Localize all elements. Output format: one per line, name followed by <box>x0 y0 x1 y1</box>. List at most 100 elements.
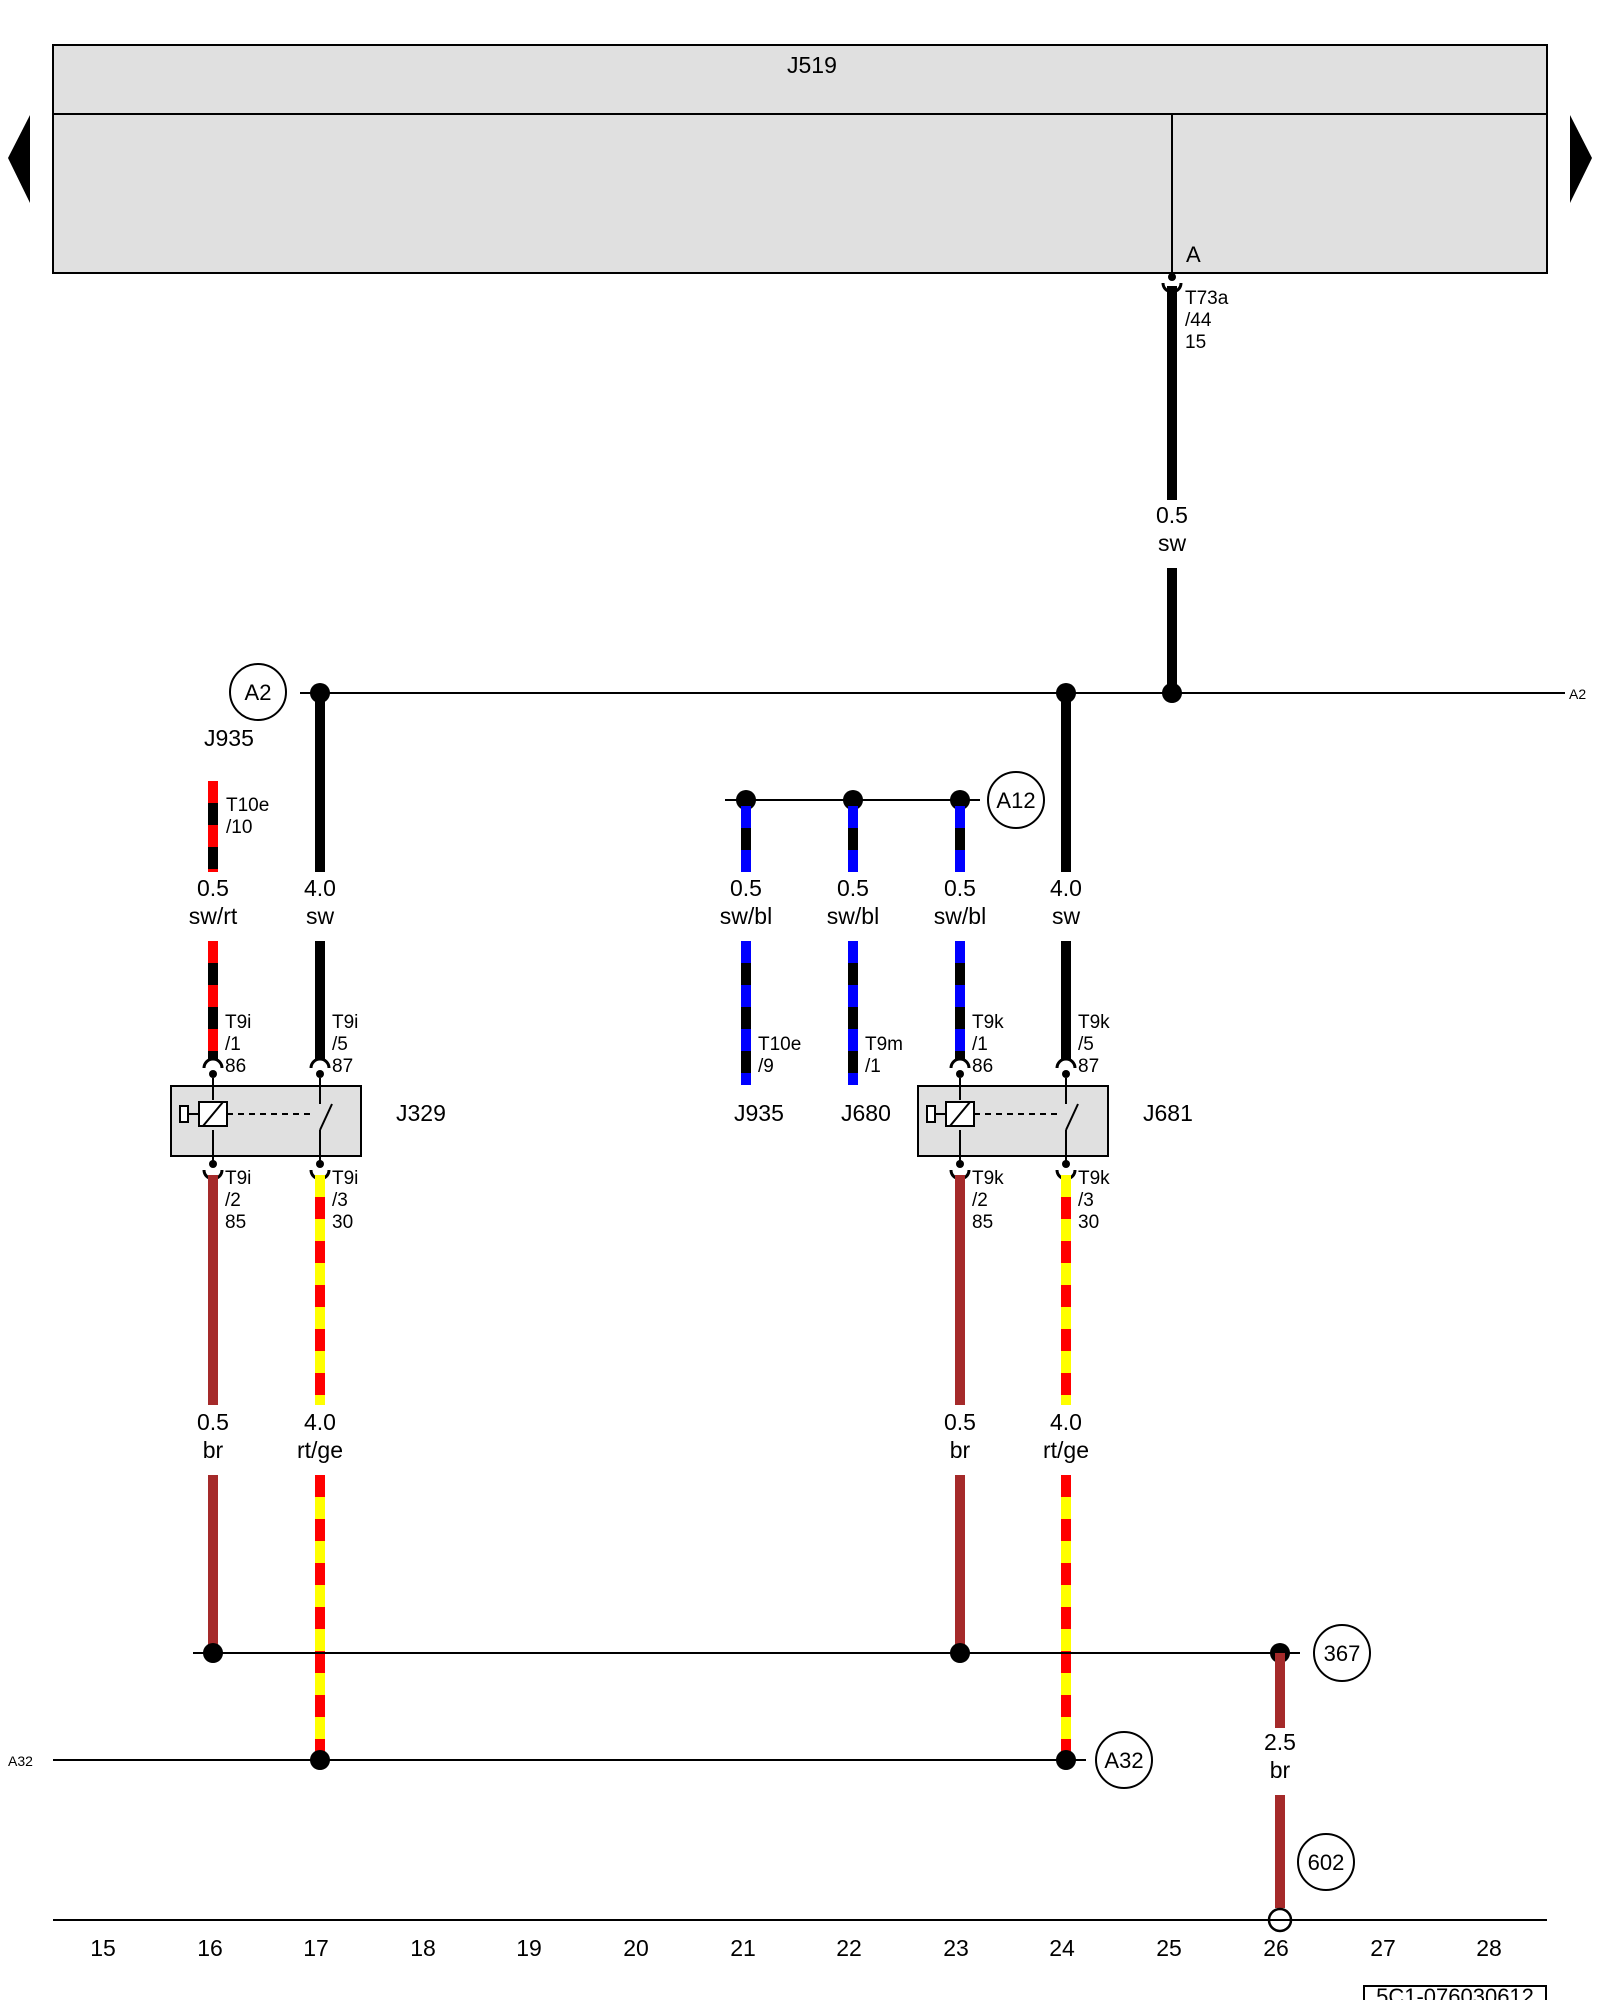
control-unit-label: J519 <box>787 52 837 78</box>
pin-conn: T9m <box>865 1034 903 1055</box>
column-number: 24 <box>1049 1935 1075 1961</box>
column-number: 19 <box>516 1935 542 1961</box>
component-j935-top: J935 <box>204 725 254 751</box>
doc-id: 5C1-076030612 <box>1376 1984 1534 2000</box>
wire-gauge: 0.5 <box>1156 502 1188 528</box>
wire-gauge: 0.5 <box>197 875 229 901</box>
control-unit-j519: J519 A <box>52 44 1548 274</box>
prev-page-arrow-icon[interactable] <box>8 115 30 203</box>
pin-conn: T9i <box>332 1168 358 1189</box>
pin-conn: T9k <box>972 1012 1004 1033</box>
pin-conn: T9k <box>1078 1168 1110 1189</box>
wire-gauge: 0.5 <box>837 875 869 901</box>
wire-j681-sw: 4.0 sw <box>1050 693 1082 1060</box>
wire-j329-sw: 4.0 sw <box>304 693 336 1060</box>
wire-gauge: 0.5 <box>944 1409 976 1435</box>
pin-num: /3 <box>332 1190 348 1211</box>
column-number: 18 <box>410 1935 436 1961</box>
pin-conn: T9i <box>332 1012 358 1033</box>
wire-gauge: 0.5 <box>730 875 762 901</box>
pin-term: 86 <box>972 1056 993 1077</box>
wire-color: br <box>950 1437 971 1463</box>
column-number: 28 <box>1476 1935 1502 1961</box>
wire-gauge: 4.0 <box>304 1409 336 1435</box>
pin-term: 30 <box>1078 1212 1099 1233</box>
wire-color: br <box>203 1437 224 1463</box>
wire-color: rt/ge <box>297 1437 343 1463</box>
connector-t73a-terminal: 15 <box>1185 332 1206 353</box>
column-number: 22 <box>836 1935 862 1961</box>
component-j935-bottom: J935 <box>734 1100 784 1126</box>
column-number: 20 <box>623 1935 649 1961</box>
pin-term: 87 <box>1078 1056 1099 1077</box>
pin-conn: T9i <box>225 1168 251 1189</box>
wire-gauge: 4.0 <box>1050 875 1082 901</box>
wire-j935-sw-rt: J935 T10e /10 0.5 sw/rt <box>189 725 269 1060</box>
wire-color: sw <box>1158 530 1187 556</box>
connector-t73a: T73a <box>1185 288 1229 309</box>
wire-a12-j681: 0.5 sw/bl <box>934 800 986 1060</box>
pin-term: 86 <box>225 1056 246 1077</box>
column-number: 15 <box>90 1935 116 1961</box>
pin-term: 85 <box>972 1212 993 1233</box>
wire-j519-feed: T73a /44 15 0.5 sw <box>1156 273 1229 693</box>
relay-j681: J681 T9k /1 86 T9k /5 87 T9k /2 85 T9k /… <box>917 1012 1193 1233</box>
connector-t73a-pin: /44 <box>1185 310 1212 331</box>
ref-a2-left: A2 <box>245 680 272 705</box>
pin-num: /3 <box>1078 1190 1094 1211</box>
ref-a12: A12 <box>996 788 1035 813</box>
bus-367: 367 <box>193 1624 1371 1682</box>
pin-letter: A <box>1186 242 1201 267</box>
wire-gauge: 0.5 <box>197 1409 229 1435</box>
relay-j681-label: J681 <box>1143 1100 1193 1126</box>
wire-color: rt/ge <box>1043 1437 1089 1463</box>
pin-num: /5 <box>1078 1034 1094 1055</box>
column-number: 27 <box>1370 1935 1396 1961</box>
wire-gauge: 0.5 <box>944 875 976 901</box>
column-number: 23 <box>943 1935 969 1961</box>
component-j680: J680 <box>841 1100 891 1126</box>
ref-367: 367 <box>1324 1641 1361 1666</box>
pin-num: /9 <box>758 1056 774 1077</box>
wire-color: sw <box>1052 903 1081 929</box>
wire-gauge: 4.0 <box>1050 1409 1082 1435</box>
column-number: 26 <box>1263 1935 1289 1961</box>
pin-num: /2 <box>972 1190 988 1211</box>
wire-a12-j935: 0.5 sw/bl T10e /9 J935 <box>720 800 801 1126</box>
wire-color: br <box>1270 1757 1291 1783</box>
column-number: 21 <box>730 1935 756 1961</box>
column-number: 17 <box>303 1935 329 1961</box>
pin-conn: T9k <box>1078 1012 1110 1033</box>
bus-a2: A2 A2 <box>229 663 1586 721</box>
bus-a12: A12 <box>725 771 1045 829</box>
pin-term: 87 <box>332 1056 353 1077</box>
wire-gauge: 4.0 <box>304 875 336 901</box>
bus-a32: A32 A32 <box>8 1731 1153 1789</box>
ref-602: 602 <box>1308 1850 1345 1875</box>
wire-color: sw <box>306 903 335 929</box>
wire-color: sw/rt <box>189 903 238 929</box>
wire-j329-br: 0.5 br <box>197 1175 229 1653</box>
pin-term: 85 <box>225 1212 246 1233</box>
ref-a32-left: A32 <box>8 1753 33 1769</box>
column-scale: 15 16 17 18 19 20 21 22 23 24 25 26 27 2… <box>53 1919 1547 1961</box>
wire-color: sw/bl <box>720 903 772 929</box>
wire-j681-br: 0.5 br <box>944 1175 976 1653</box>
pin-num: /1 <box>865 1056 881 1077</box>
wire-color: sw/bl <box>934 903 986 929</box>
column-number: 16 <box>197 1935 223 1961</box>
pin-conn: T10e <box>758 1034 801 1055</box>
pin-conn: T9k <box>972 1168 1004 1189</box>
next-page-arrow-icon[interactable] <box>1570 115 1592 203</box>
pin-num: /5 <box>332 1034 348 1055</box>
ref-a2-right: A2 <box>1569 686 1586 702</box>
ref-a32-right: A32 <box>1104 1748 1143 1773</box>
doc-id-box: 5C1-076030612 <box>1363 1984 1547 2000</box>
wire-a12-j680: 0.5 sw/bl T9m /1 J680 <box>827 800 903 1126</box>
connector-t10e-pin: /10 <box>226 817 252 838</box>
pin-num: /2 <box>225 1190 241 1211</box>
relay-j329: J329 T9i /1 86 T9i /5 87 T9i /2 85 T9i /… <box>170 1012 446 1233</box>
connector-t10e: T10e <box>226 795 269 816</box>
pin-conn: T9i <box>225 1012 251 1033</box>
